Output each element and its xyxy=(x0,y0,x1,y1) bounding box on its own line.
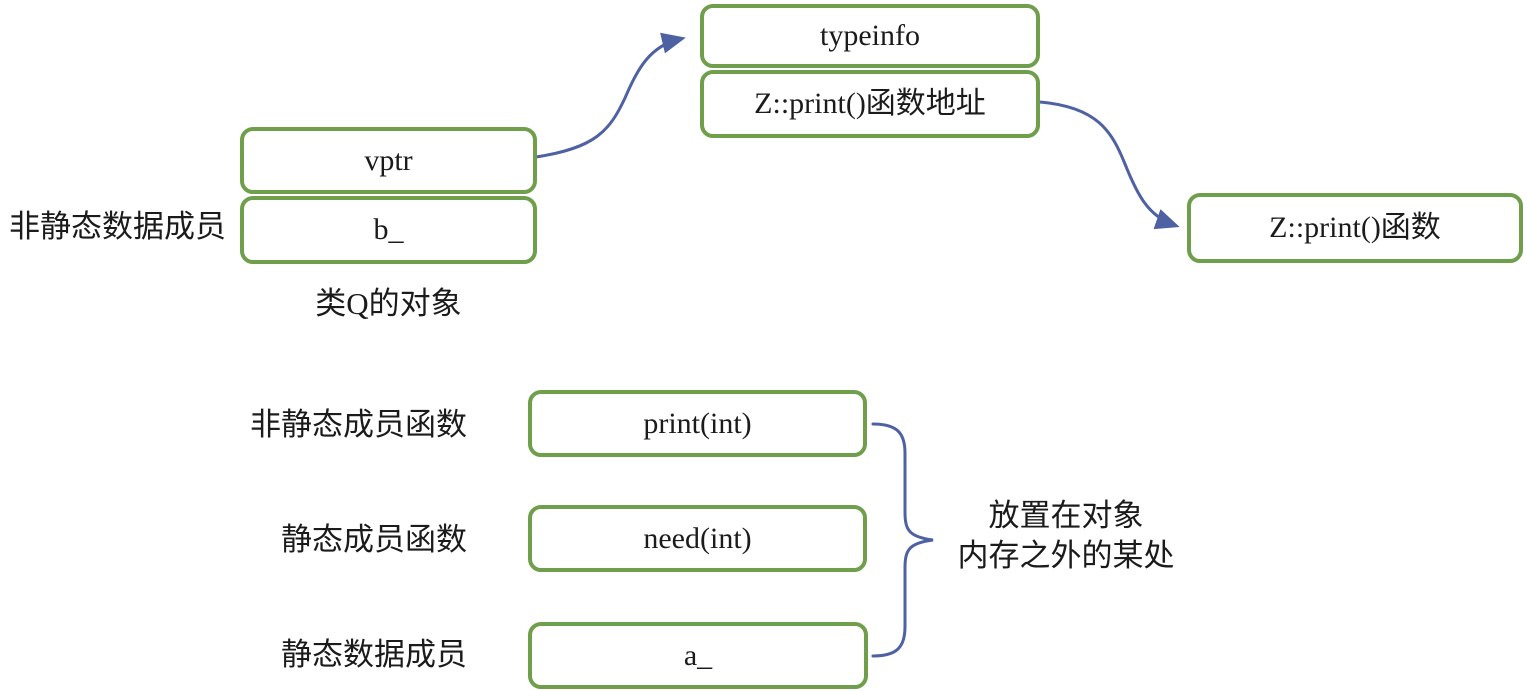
box-a-member: a_ xyxy=(528,622,868,689)
box-typeinfo: typeinfo xyxy=(700,4,1040,68)
right-curly-brace-icon xyxy=(871,422,934,658)
box-print-int: print(int) xyxy=(528,390,867,457)
box-need-int: need(int) xyxy=(528,505,867,572)
box-b-member: b_ xyxy=(240,196,537,264)
note-outside-object-memory: 放置在对象 内存之外的某处 xyxy=(930,496,1202,576)
label-static-member-functions: 静态成员函数 xyxy=(281,522,467,557)
box-zprint-address: Z::print()函数地址 xyxy=(700,70,1040,138)
note-line-2: 内存之外的某处 xyxy=(957,538,1175,573)
box-zprint-function: Z::print()函数 xyxy=(1187,193,1523,263)
note-line-1: 放置在对象 xyxy=(988,498,1144,533)
arrow-address-to-function-icon xyxy=(1039,100,1180,230)
label-nonstatic-member-functions: 非静态成员函数 xyxy=(250,407,467,442)
box-vptr: vptr xyxy=(240,127,537,194)
arrow-vptr-to-vtable-icon xyxy=(535,32,686,159)
label-static-data-members: 静态数据成员 xyxy=(281,637,467,672)
label-nonstatic-data-members: 非静态数据成员 xyxy=(9,209,226,244)
caption-class-q-object: 类Q的对象 xyxy=(315,286,462,321)
